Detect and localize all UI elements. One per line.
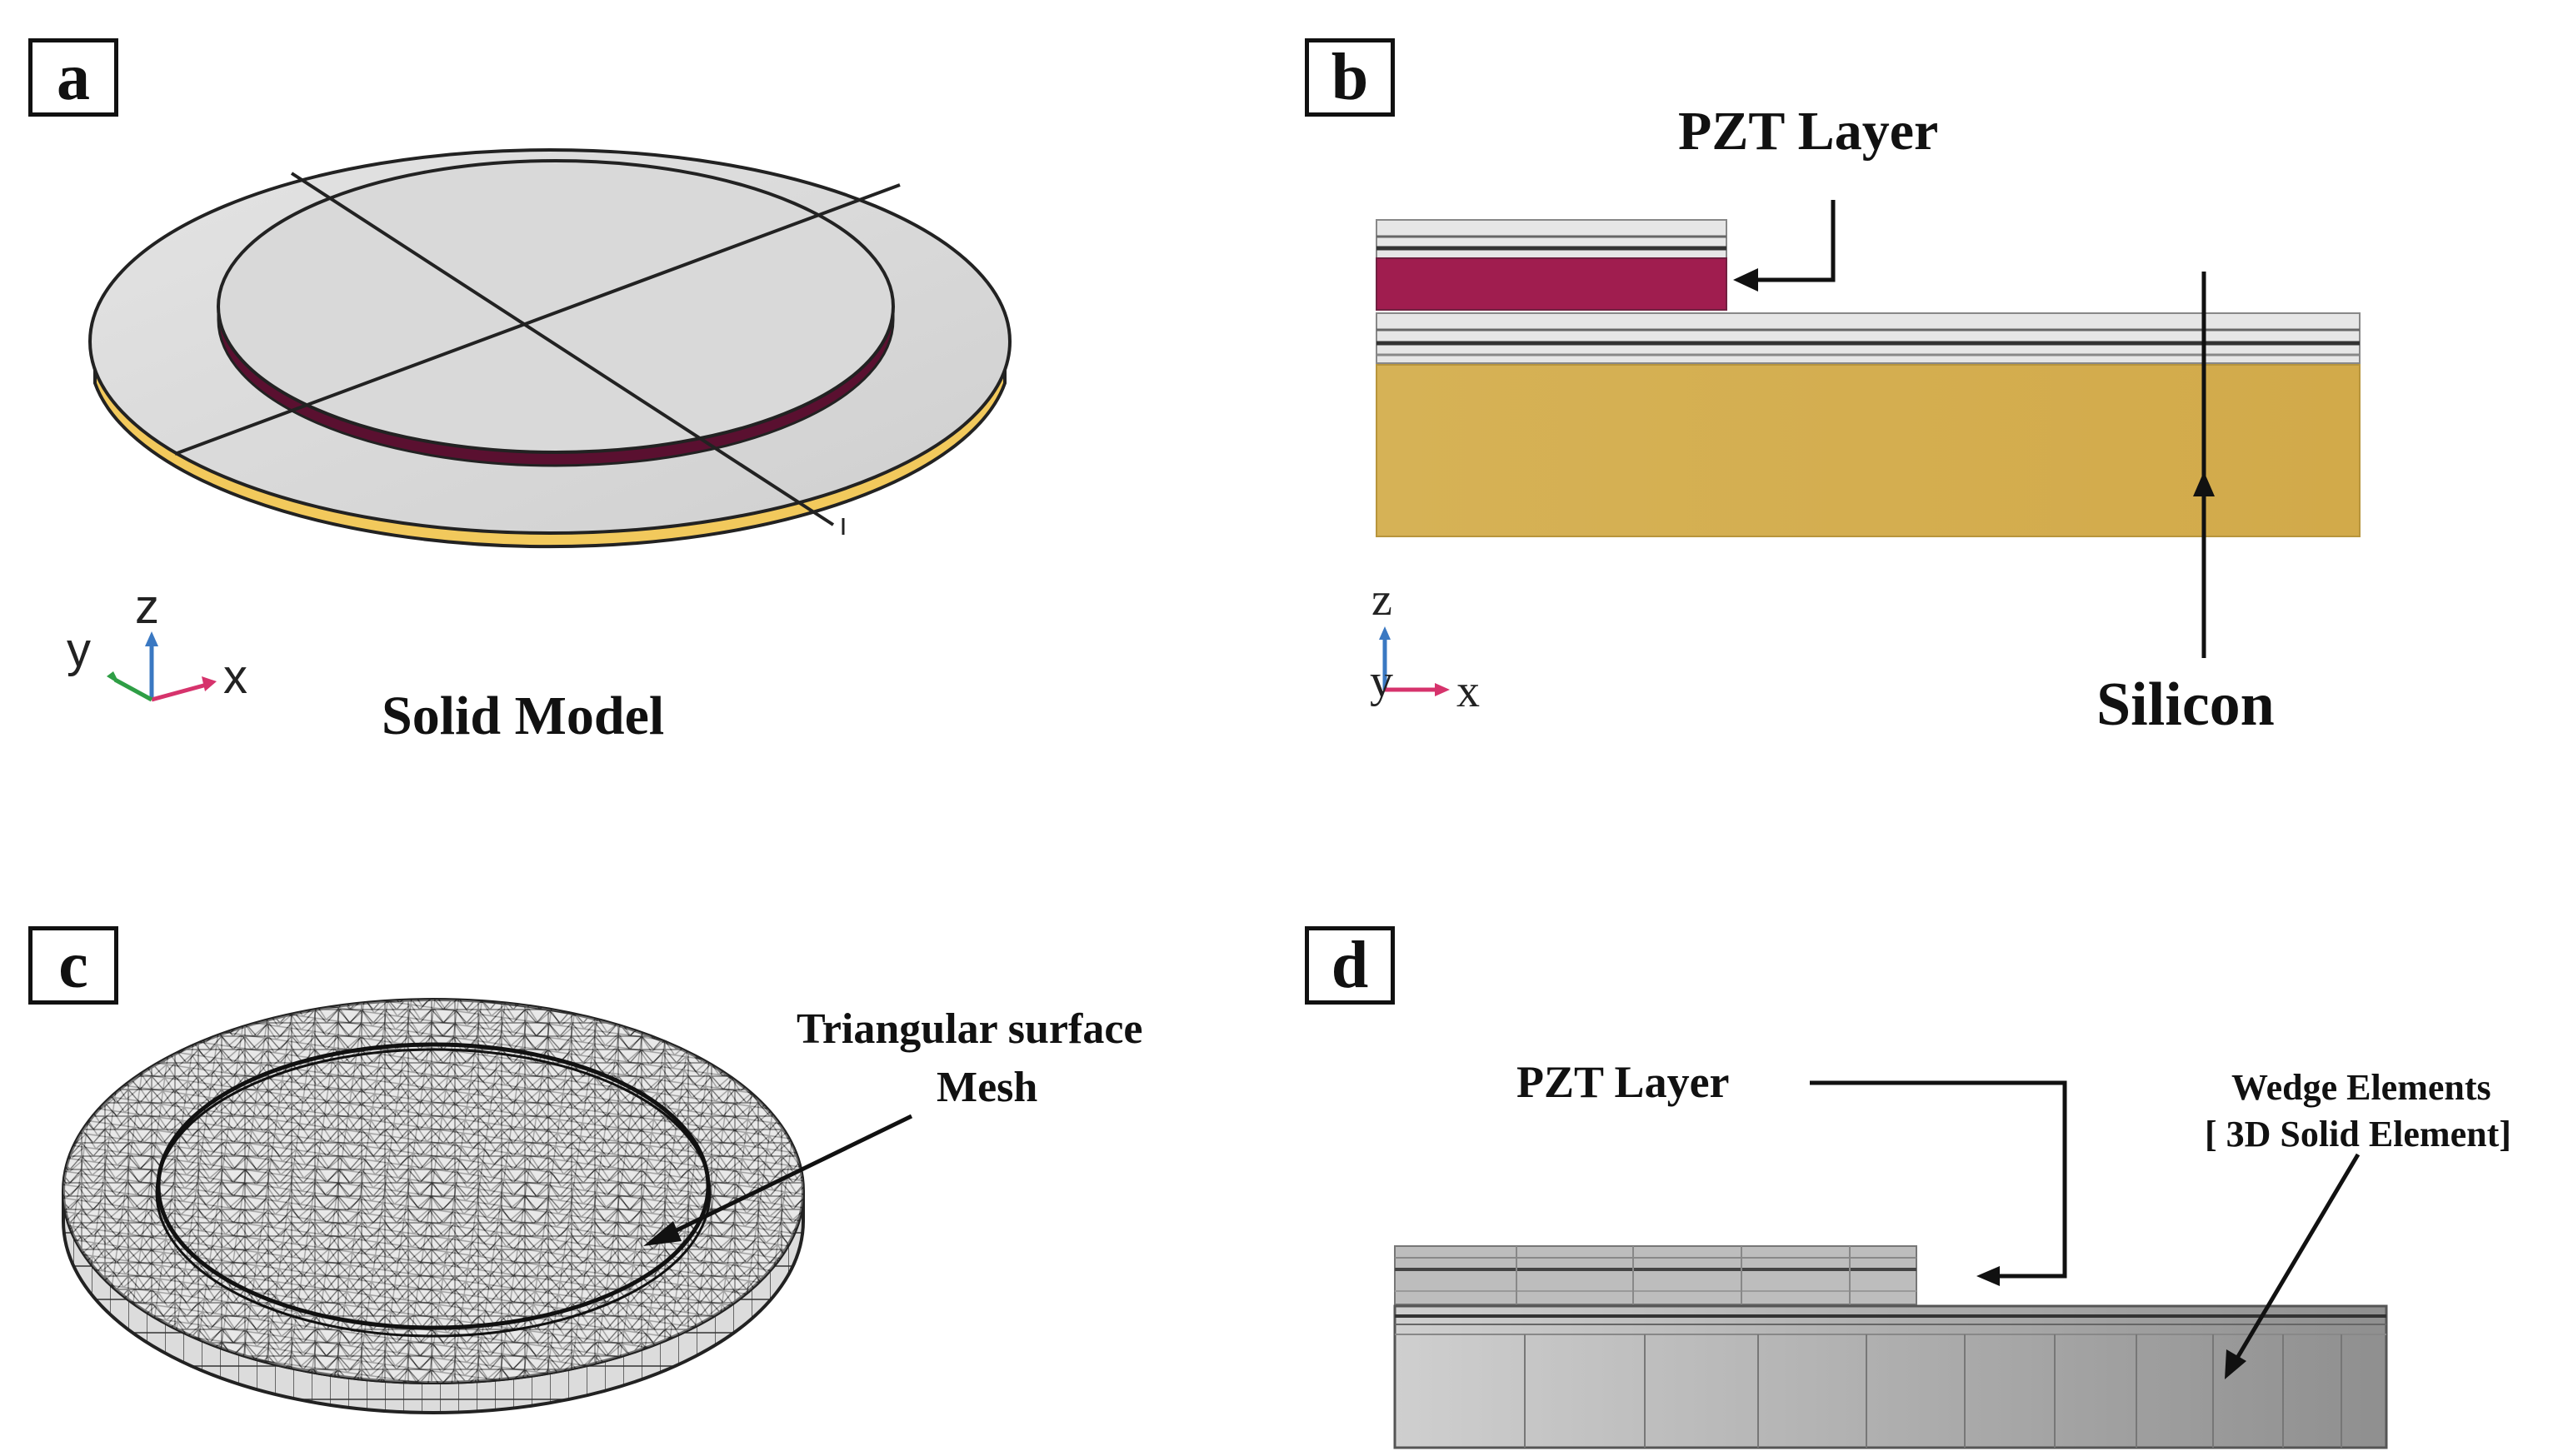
pzt-layer-label-d: PZT Layer (1516, 1057, 1730, 1107)
solid-divider-1 (290, 172, 835, 526)
axis-z-label-a: z (135, 583, 159, 634)
axis-x-label-b: x (1456, 666, 1480, 716)
silicon-layer-rect (1376, 364, 2361, 537)
mesh-label-line2: Mesh (937, 1064, 1038, 1111)
cross-section-diagram (1376, 200, 2361, 566)
pzt-top-electrode (1376, 219, 1727, 261)
pzt-layer-rect (1376, 257, 1727, 311)
mesh-label-line1: Triangular surface (797, 1005, 1143, 1053)
panel-label-d: d (1305, 926, 1395, 1005)
solid-model-diagram (88, 148, 1012, 549)
axes-triad-b: z y x (1370, 574, 1480, 716)
panel-label-b: b (1305, 38, 1395, 117)
wedge-mesh-diagram (1393, 1080, 2388, 1449)
wedge-label-line1: Wedge Elements (2231, 1067, 2491, 1108)
wedge-label-line2: [ 3D Solid Element] (2205, 1114, 2511, 1154)
axis-x-label-a: x (223, 650, 247, 704)
wedge-lower-stack (1393, 1304, 2388, 1449)
panel-label-c: c (28, 926, 118, 1005)
solid-divider-2 (174, 183, 901, 456)
axis-y-label-b: y (1370, 656, 1393, 707)
solid-inner-disk-top (217, 159, 895, 454)
axis-y-label-a: y (67, 623, 91, 677)
solid-model-caption: Solid Model (382, 686, 665, 746)
axis-z-label-b: z (1371, 574, 1392, 626)
mesh-inner-boundary (156, 1042, 711, 1330)
silicon-label: Silicon (2096, 671, 2275, 739)
panel-label-a: a (28, 38, 118, 117)
pzt-layer-label-b: PZT Layer (1678, 101, 1939, 162)
wedge-pzt-stack (1394, 1245, 1917, 1305)
mesh-diagram (62, 998, 913, 1414)
axes-triad-a: z y x (67, 583, 247, 704)
